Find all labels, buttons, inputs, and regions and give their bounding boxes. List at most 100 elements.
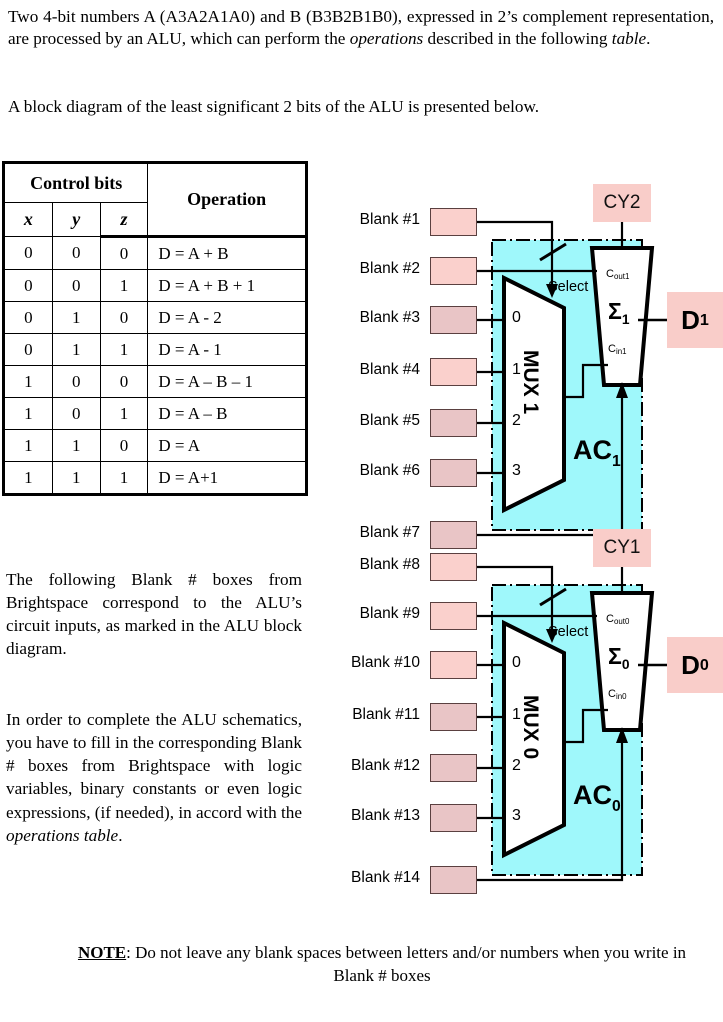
wire-mux1-out-to-adder1 (564, 363, 608, 399)
cell-y: 0 (51, 365, 101, 398)
table-row: 1 0 0 D = A – B – 1 (2, 365, 308, 398)
bus-slash-top (539, 242, 567, 262)
ac1-subscript: 1 (612, 453, 621, 471)
table-row: 0 0 1 D = A + B + 1 (2, 269, 308, 302)
table-header-row: Control bits Operation (1, 161, 308, 238)
cout0-letter: C (606, 613, 614, 625)
cell-operation: D = A + B (147, 236, 308, 270)
cell-z: 0 (99, 236, 149, 270)
cin0-subscript: in0 (615, 691, 627, 701)
ac1-label: AC1 (573, 435, 621, 471)
note-text: Do not leave any blank spaces between le… (135, 943, 687, 985)
blank-label-12: Blank #12 (351, 757, 420, 774)
mux0-port-3: 3 (512, 807, 521, 824)
note-block: NOTE: Do not leave any blank spaces betw… (62, 942, 702, 988)
blank-input-box-9[interactable] (430, 602, 477, 630)
note-label: NOTE (77, 943, 127, 962)
mux1-port-0: 0 (512, 309, 521, 326)
cin1-label: Cin1 (608, 343, 627, 356)
blank-label-10: Blank #10 (351, 654, 420, 671)
cin0-label: Cin0 (608, 688, 627, 701)
intro-paragraph-2: A block diagram of the least significant… (8, 97, 540, 116)
blank-label-7: Blank #7 (359, 524, 420, 541)
cell-operation: D = A + B + 1 (147, 269, 308, 302)
blank-input-box-11[interactable] (430, 703, 477, 731)
cell-x: 0 (2, 333, 53, 366)
carry-in-box-cy1[interactable]: CY1 (593, 529, 651, 567)
bus-slash-bottom (539, 587, 567, 607)
body-p2-part-b: . (118, 825, 123, 845)
blank-input-box-13[interactable] (430, 804, 477, 832)
blank-label-9: Blank #9 (359, 605, 420, 622)
alu-block-diagram: Blank #1 Blank #2 Blank #3 Blank #4 Blan… (320, 180, 723, 900)
mux0-port-0: 0 (512, 654, 521, 671)
cell-operation: D = A – B (147, 397, 308, 430)
blank-input-box-3[interactable] (430, 306, 477, 334)
blank-input-box-8[interactable] (430, 553, 477, 581)
ac0-label: AC0 (573, 780, 621, 816)
cell-z: 0 (99, 429, 149, 462)
wire-blank1-to-select (477, 220, 554, 286)
blank-input-box-12[interactable] (430, 754, 477, 782)
blank-input-box-2[interactable] (430, 257, 477, 285)
output-d1-letter: D (681, 304, 700, 335)
mux1-label: MUX 1 (519, 350, 542, 415)
cin0-arrowhead (616, 727, 628, 743)
operations-table: Control bits Operation x y z 0 0 0 D = A… (1, 161, 308, 496)
blank-input-box-7[interactable] (430, 521, 477, 549)
cell-y: 1 (51, 461, 101, 496)
table-row: 0 1 0 D = A - 2 (2, 301, 308, 334)
cell-y: 0 (51, 236, 101, 270)
intro-paragraph-1: Two 4-bit numbers A (A3A2A1A0) and B (B3… (8, 6, 714, 51)
blank-label-13: Blank #13 (351, 807, 420, 824)
blank-input-box-6[interactable] (430, 459, 477, 487)
sigma0-letter: Σ (608, 643, 622, 669)
header-bit-z: z (99, 202, 149, 238)
sigma1-letter: Σ (608, 298, 622, 324)
blank-label-14: Blank #14 (351, 869, 420, 886)
cin0-letter: C (608, 688, 616, 700)
cell-x: 1 (2, 429, 53, 462)
blank-input-box-10[interactable] (430, 651, 477, 679)
cell-z: 0 (99, 301, 149, 334)
carry-in-box-cy2[interactable]: CY2 (593, 184, 651, 222)
blank-input-box-4[interactable] (430, 358, 477, 386)
cout0-subscript: out0 (613, 616, 630, 626)
blank-label-6: Blank #6 (359, 462, 420, 479)
cell-y: 0 (51, 397, 101, 430)
header-bit-y: y (51, 202, 101, 237)
cin1-subscript: in1 (615, 346, 627, 356)
blank-label-2: Blank #2 (359, 260, 420, 277)
body-p2-part-a: In order to complete the ALU schematics,… (6, 710, 302, 822)
table-row: 1 0 1 D = A – B (2, 397, 308, 430)
blank-input-box-1[interactable] (430, 208, 477, 236)
cell-z: 1 (99, 461, 149, 496)
cell-x: 1 (2, 461, 53, 496)
blank-label-11: Blank #11 (352, 706, 420, 723)
output-d1-subscript: 1 (699, 310, 709, 329)
cout0-label: Cout0 (606, 613, 629, 626)
cell-z: 1 (99, 397, 149, 430)
table-row: 1 1 0 D = A (2, 429, 308, 462)
mux1-port-3: 3 (512, 462, 521, 479)
blank-input-box-14[interactable] (430, 866, 477, 894)
blank-label-8: Blank #8 (359, 556, 420, 573)
cout1-label: Cout1 (606, 268, 629, 281)
cell-z: 1 (99, 269, 149, 302)
cell-operation: D = A - 2 (147, 301, 308, 334)
blank-input-box-5[interactable] (430, 409, 477, 437)
diagram-svg (477, 220, 668, 882)
blank-label-4: Blank #4 (359, 361, 420, 378)
ac0-subscript: 0 (612, 798, 621, 816)
intro-p1-italic-table: table (611, 29, 647, 49)
header-bit-x: x (2, 202, 53, 237)
body-paragraph-2: In order to complete the ALU schematics,… (6, 708, 302, 847)
body-p2-italic-operations-table: operations table (6, 825, 119, 845)
intro-p1-italic-operations: operations (349, 29, 424, 49)
adder0-label: Σ0 (608, 643, 630, 672)
intro-p1-part-a: Two 4-bit numbers A (A3A2A1A0) and B (B3… (8, 7, 714, 49)
table-row: 0 0 0 D = A + B (2, 236, 308, 270)
